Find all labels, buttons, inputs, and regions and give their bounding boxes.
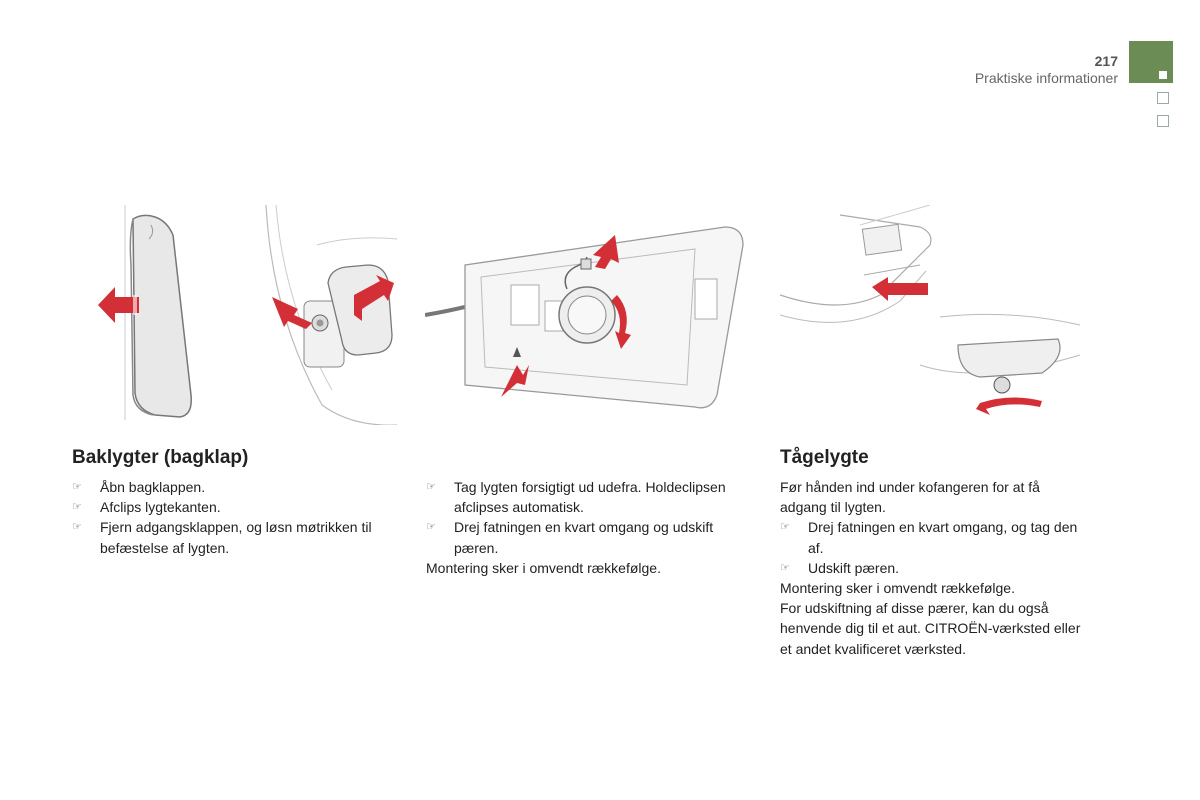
fog-lamp-steps: Før hånden ind under kofangeren for at f… (780, 477, 1090, 659)
pull-arrow-icon (98, 287, 139, 323)
fog-lamp-intro: Før hånden ind under kofangeren for at f… (780, 479, 1040, 516)
list-item: ☞Udskift pæren. (780, 558, 1090, 578)
rear-lights-steps: ☞Åbn bagklappen. ☞Afclips lygtekanten. ☞… (72, 477, 397, 558)
tab-marker (1159, 71, 1167, 79)
unscrew-arrow-icon (976, 397, 1042, 415)
list-item: ☞Åbn bagklappen. (72, 477, 397, 497)
tailgate-trim-illustration (98, 205, 193, 420)
chapter-tab-box (1157, 92, 1169, 104)
pointing-hand-icon: ☞ (780, 561, 790, 574)
list-item: ☞Afclips lygtekanten. (72, 497, 397, 517)
list-item: ☞Drej fatningen en kvart omgang og udski… (426, 519, 714, 556)
pointing-hand-icon: ☞ (426, 521, 436, 534)
pointing-hand-icon: ☞ (780, 521, 790, 534)
clip-arrow-icon (593, 235, 619, 269)
clip-bottom-arrow-icon (501, 365, 529, 397)
flap-arrow-icon (354, 275, 394, 321)
section-title-header: Praktiske informationer (974, 70, 1118, 86)
rotate-arrow-icon (611, 295, 631, 349)
chapter-tab (1129, 41, 1173, 83)
lamp-bulb-holder-illustration (425, 226, 744, 409)
section-heading-fog-lamp: Tågelygte (780, 447, 869, 468)
pointing-hand-icon: ☞ (72, 481, 82, 493)
list-item: ☞Tag lygten forsigtigt ud udefra. Holdec… (426, 479, 726, 516)
workshop-note: For udskiftning af disse pærer, kan du o… (780, 600, 1081, 657)
fog-lamp-illustration (780, 205, 1081, 415)
pointing-hand-icon: ☞ (72, 501, 82, 514)
refit-note: Montering sker i omvendt rækkefølge. (780, 580, 1015, 597)
nut-arrow-icon (272, 297, 312, 329)
refit-note: Montering sker i omvendt rækkefølge. (426, 559, 661, 576)
access-flap-illustration (265, 205, 397, 425)
chapter-tab-box (1157, 115, 1169, 127)
pointing-hand-icon: ☞ (426, 481, 436, 493)
list-item: ☞Drej fatningen en kvart omgang, og tag … (780, 519, 1078, 556)
page-number: 217 (1094, 53, 1118, 69)
hand-in-arrow-icon (872, 277, 928, 301)
list-item: ☞Fjern adgangsklappen, og løsn møtrikken… (72, 519, 372, 556)
bulb-replacement-steps: ☞Tag lygten forsigtigt ud udefra. Holdec… (426, 477, 751, 578)
section-heading-rear-lights: Baklygter (bagklap) (72, 447, 249, 468)
pointing-hand-icon: ☞ (72, 521, 82, 534)
